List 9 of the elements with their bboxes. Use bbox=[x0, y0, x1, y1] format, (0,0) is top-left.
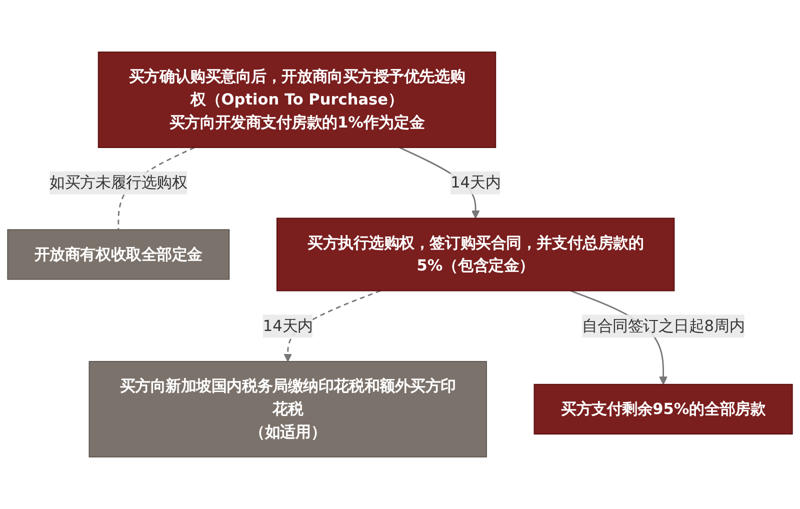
node-box: 买方执行选购权，签订购买合同，并支付总房款的5%（包含定金） bbox=[276, 218, 675, 292]
edge-label: 自合同签订之日起8周内 bbox=[582, 316, 745, 335]
edge-label: 如买方未履行选购权 bbox=[50, 173, 188, 192]
node-box: 买方向新加坡国内税务局缴纳印花税和额外买方印花税 （如适用） bbox=[88, 360, 487, 458]
node-box: 开放商有权收取全部定金 bbox=[7, 229, 230, 280]
node-box: 买方支付剩余95%的全部房款 bbox=[534, 384, 793, 435]
edge-label: 14天内 bbox=[262, 316, 313, 335]
edge-label: 14天内 bbox=[450, 173, 501, 192]
node-box: 买方确认购买意向后，开放商向买方授予优先选购权（Option To Purchase） 买方向开发商支付房款的1%作为定金 bbox=[98, 52, 496, 148]
